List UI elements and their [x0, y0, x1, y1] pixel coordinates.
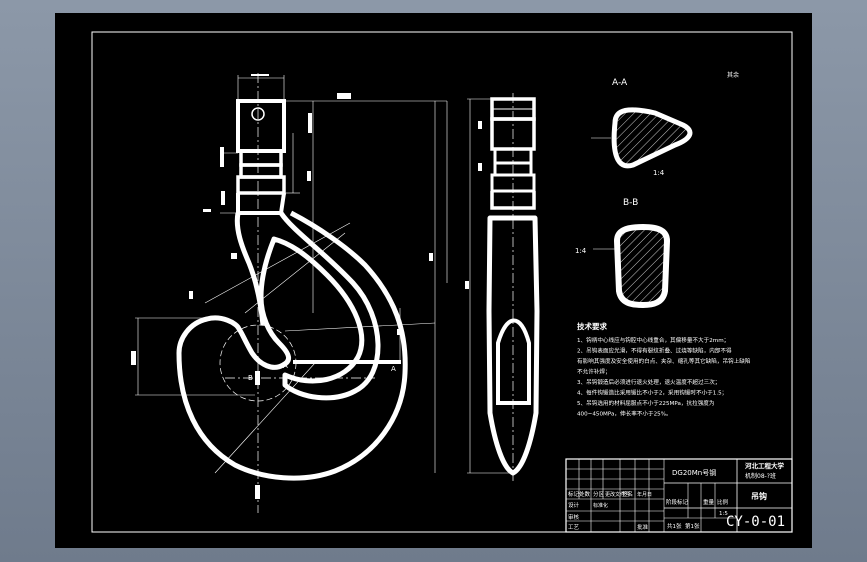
tb-row-design: 设计 — [568, 501, 580, 509]
tb-scale-label: 比例 — [717, 498, 729, 506]
tb-weight: 重量 — [703, 498, 715, 506]
roughness-note: 其余 — [727, 71, 739, 79]
tb-row-process: 工艺 — [568, 524, 580, 531]
tb-sheet-total: 共1张 — [667, 522, 682, 530]
tb-part-name: 吊钩 — [751, 491, 767, 501]
tech-requirement-line: 2、吊钩表面应光滑，不得有裂纹折叠、过烧等缺陷，内部不得 — [577, 347, 732, 355]
tech-requirement-line: 有影响其强度及安全使用的白点、夹杂、缩孔等其它缺陷，吊钩上缺陷 — [577, 357, 751, 365]
tb-cell-approve: 批准 — [637, 523, 649, 531]
section-marker-a-right: A — [391, 365, 396, 373]
slope-label-bb: 1:4 — [575, 247, 587, 255]
tech-requirement-line: 4、每件钩锻造比采用锻比不小于2，采用钩锻时不小于1.5； — [577, 389, 727, 397]
tb-drawing-number: CY-0-01 — [726, 514, 785, 530]
section-bb-label: B-B — [623, 198, 638, 208]
drawing-border — [91, 31, 793, 533]
tb-row-marks: 标记处数 — [568, 490, 591, 498]
tb-material: DG20Mn号钢 — [672, 468, 716, 477]
tb-cell-standard: 标准化 — [593, 502, 608, 509]
hook-front-view: A A B — [131, 73, 448, 513]
tb-stage-mark: 阶段标记 — [666, 498, 689, 506]
tb-scale-value: 1:5 — [719, 511, 728, 517]
slope-label-aa: 1:4 — [653, 169, 665, 177]
hook-drawing: A A B — [91, 31, 793, 533]
tech-requirement-line: 不允许补焊； — [577, 368, 611, 376]
section-marker-b-top: B — [248, 374, 253, 382]
tb-cell-zone: 分区 — [593, 490, 605, 498]
tech-requirement-line: 5、吊钩选用的材料屈服点不小于225MPa，抗拉强度为 — [577, 399, 715, 407]
tech-requirements-title: 技术要求 — [577, 321, 607, 331]
tech-requirement-line: 1、钩柄中心线应与钩腔中心线重合，其偏移量不大于2mm； — [577, 336, 729, 344]
section-aa: A-A 1:4 其余 — [591, 71, 739, 177]
cad-viewport[interactable]: A A B — [55, 13, 812, 548]
section-marker-a-left: A — [283, 362, 288, 370]
tb-cell-date: 年月日 — [637, 491, 652, 498]
tb-class: 机制08-?班 — [745, 472, 776, 480]
tech-requirement-line: 400~450MPa，伸长率不小于25%。 — [577, 410, 672, 418]
technical-requirements: 技术要求 1、钩柄中心线应与钩腔中心线重合，其偏移量不大于2mm； 2、吊钩表面应… — [577, 321, 751, 418]
tb-cell-change-doc: 更改文件号 — [605, 491, 630, 498]
title-block: 标记处数 设计 审核 工艺 分区 更改文件号 签名 年月日 标准化 批准 DG2… — [565, 458, 793, 533]
hook-side-view — [465, 93, 540, 483]
tb-sheet-index: 第1张 — [685, 522, 700, 530]
tech-requirement-line: 3、吊钩锻造后必须进行退火处理，退火温度不超过三次； — [577, 378, 720, 386]
tb-row-review: 审核 — [568, 513, 580, 521]
tb-cell-signature: 签名 — [622, 490, 633, 498]
section-bb: B-B 1:4 — [575, 198, 671, 309]
tb-school: 河北工程大学 — [745, 461, 785, 470]
section-aa-label: A-A — [612, 78, 628, 88]
